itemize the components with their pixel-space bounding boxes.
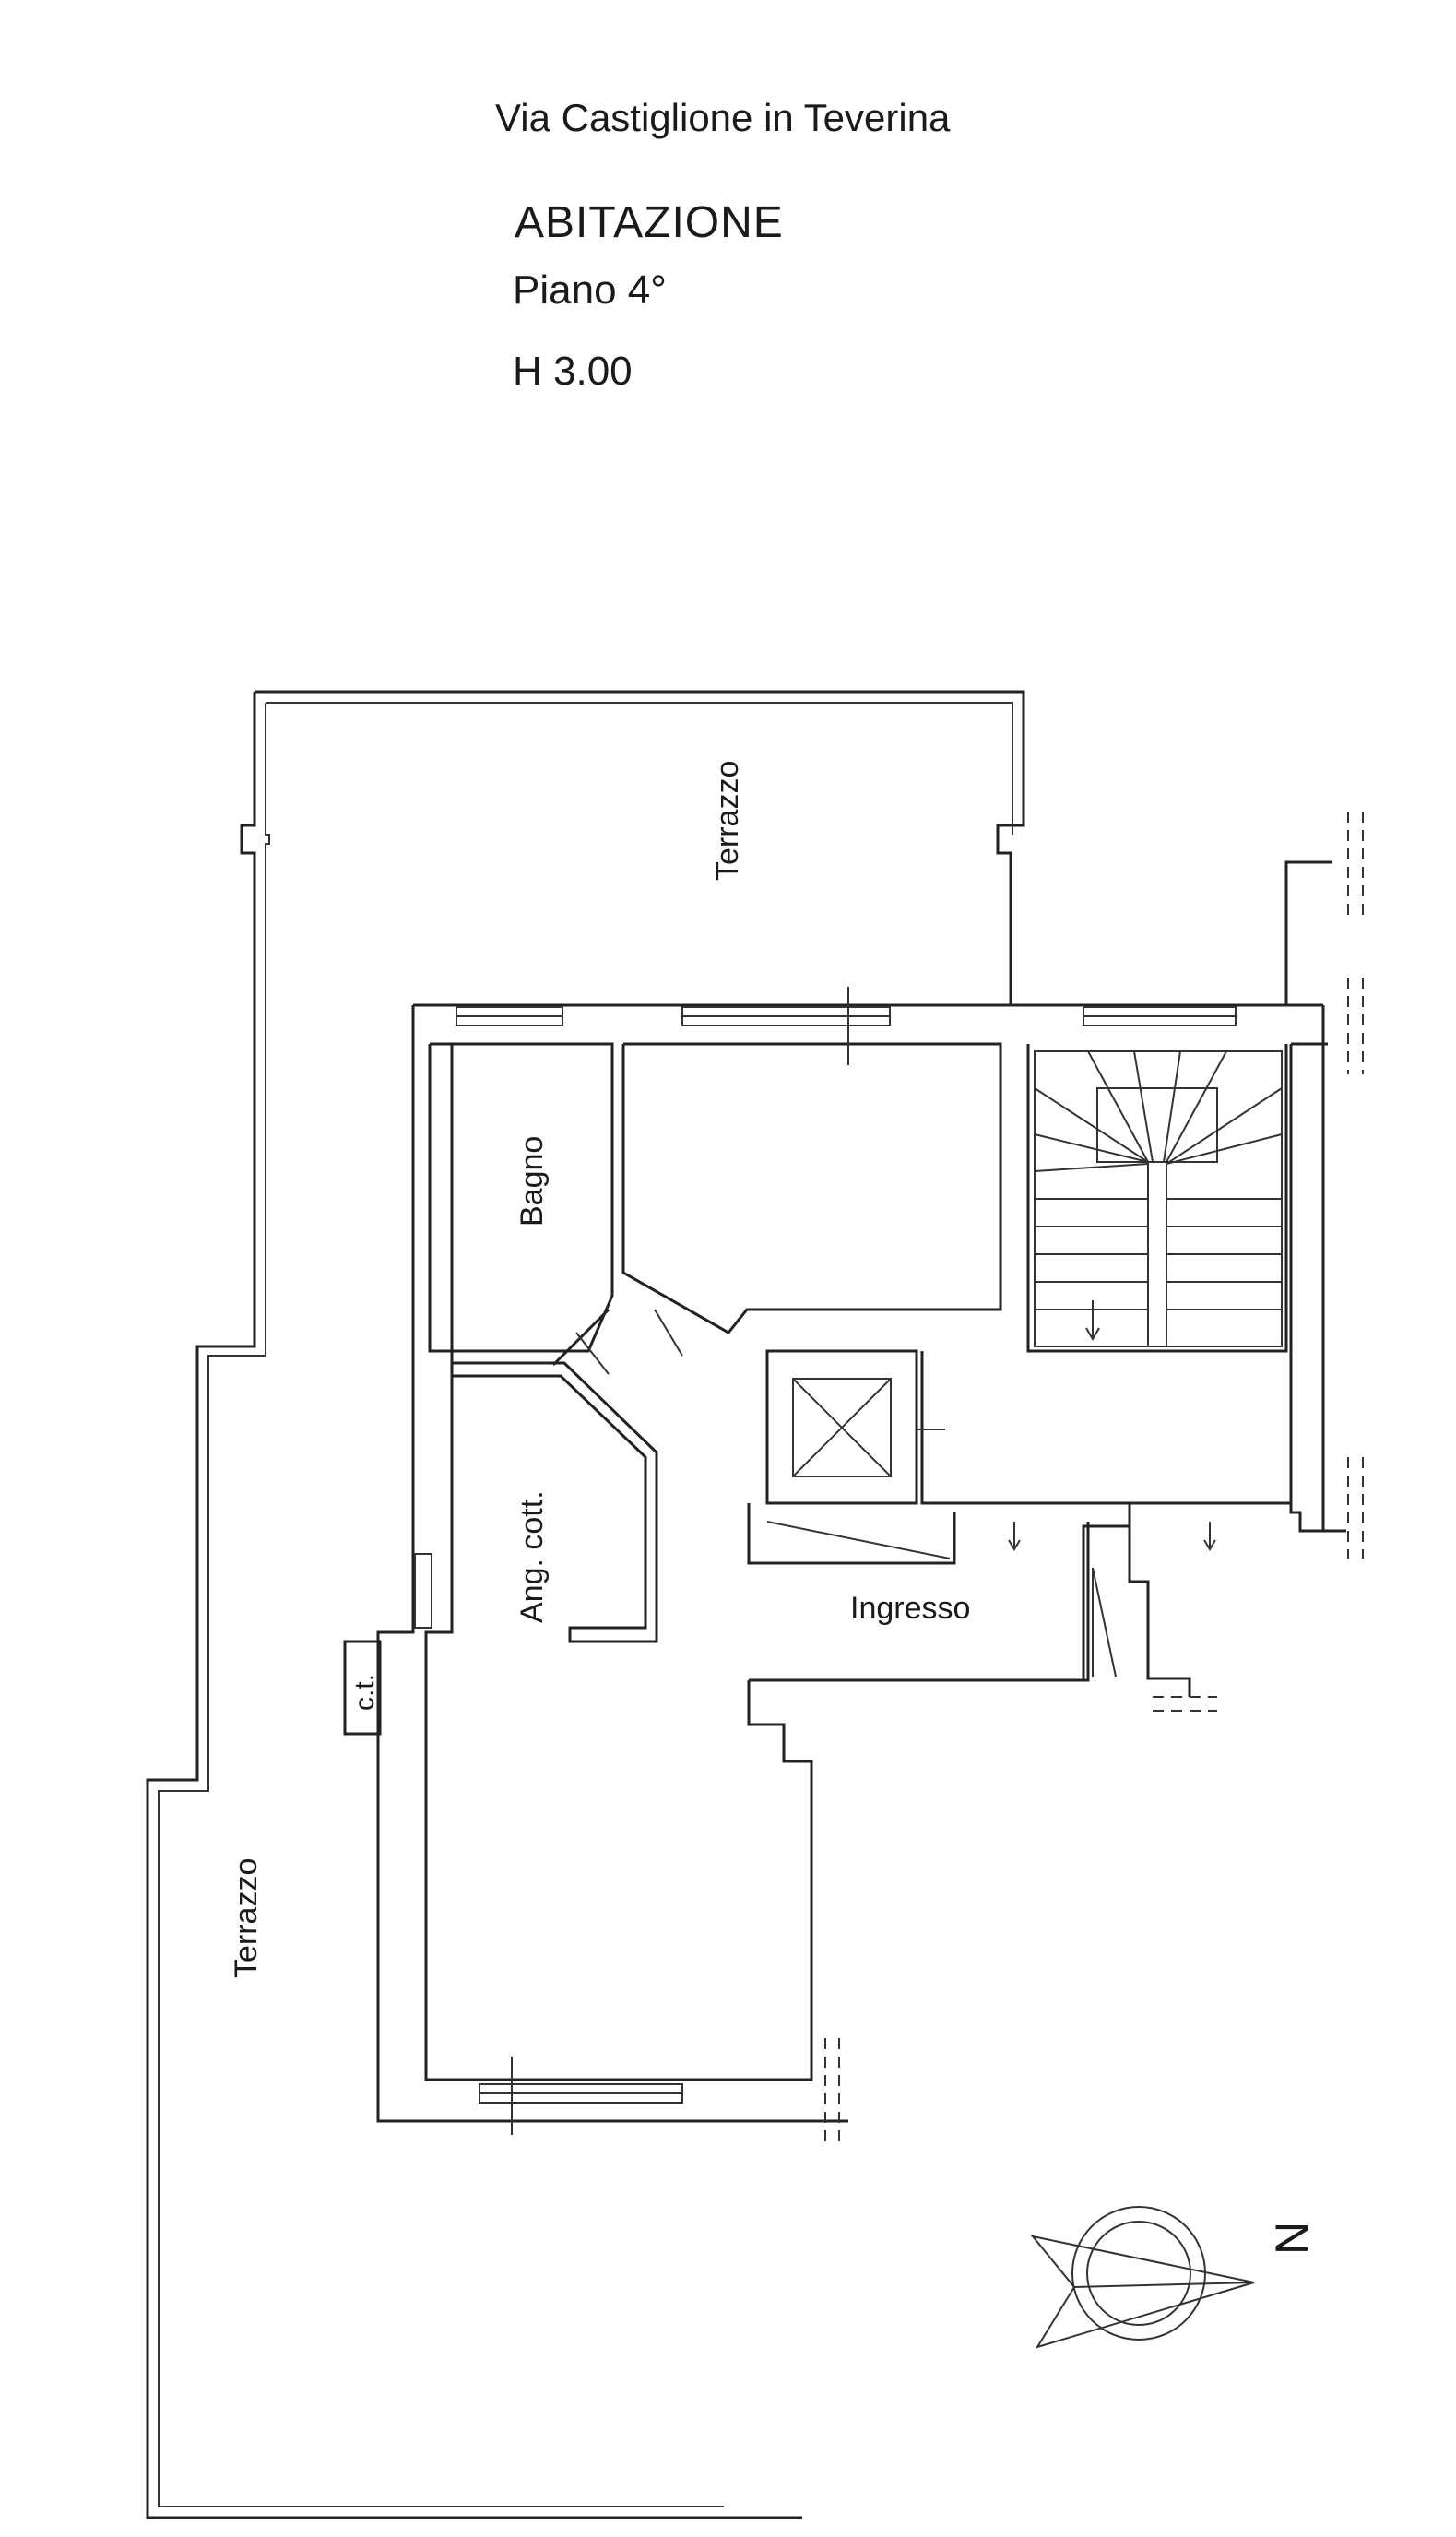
neighbour-wall-marks bbox=[824, 812, 1364, 2149]
room-label-bathroom: Bagno bbox=[515, 1136, 550, 1227]
floor-label: Piano 4° bbox=[513, 267, 667, 313]
elevator-shaft bbox=[747, 1349, 956, 1565]
plan-title: ABITAZIONE bbox=[515, 198, 784, 247]
kitchenette-walls bbox=[452, 1308, 658, 1643]
bathroom-walls bbox=[428, 1042, 614, 1353]
landing-walls bbox=[920, 1351, 1291, 1551]
room-label-boiler: c.t. bbox=[349, 1674, 380, 1711]
room-label-entrance: Ingresso bbox=[850, 1591, 970, 1626]
north-label: N bbox=[1266, 2222, 1318, 2255]
windows bbox=[414, 987, 1237, 2135]
height-label: H 3.00 bbox=[513, 349, 633, 394]
compass: N bbox=[1030, 2206, 1318, 2349]
address-text: Via Castiglione in Teverina bbox=[495, 96, 951, 139]
boiler-closet bbox=[343, 1640, 382, 1736]
room-label-terrace-left: Terrazzo bbox=[229, 1858, 264, 1978]
apartment-walls bbox=[376, 860, 1346, 2123]
terrace-top-outline bbox=[146, 690, 1025, 2519]
bedroom-walls bbox=[621, 1042, 1288, 1353]
entrance-door bbox=[1092, 1567, 1117, 1678]
staircase bbox=[1034, 1050, 1283, 1347]
room-label-terrace-top: Terrazzo bbox=[710, 761, 745, 881]
room-label-kitchenette: Ang. cott. bbox=[515, 1490, 550, 1623]
door-markers bbox=[575, 1309, 683, 1375]
